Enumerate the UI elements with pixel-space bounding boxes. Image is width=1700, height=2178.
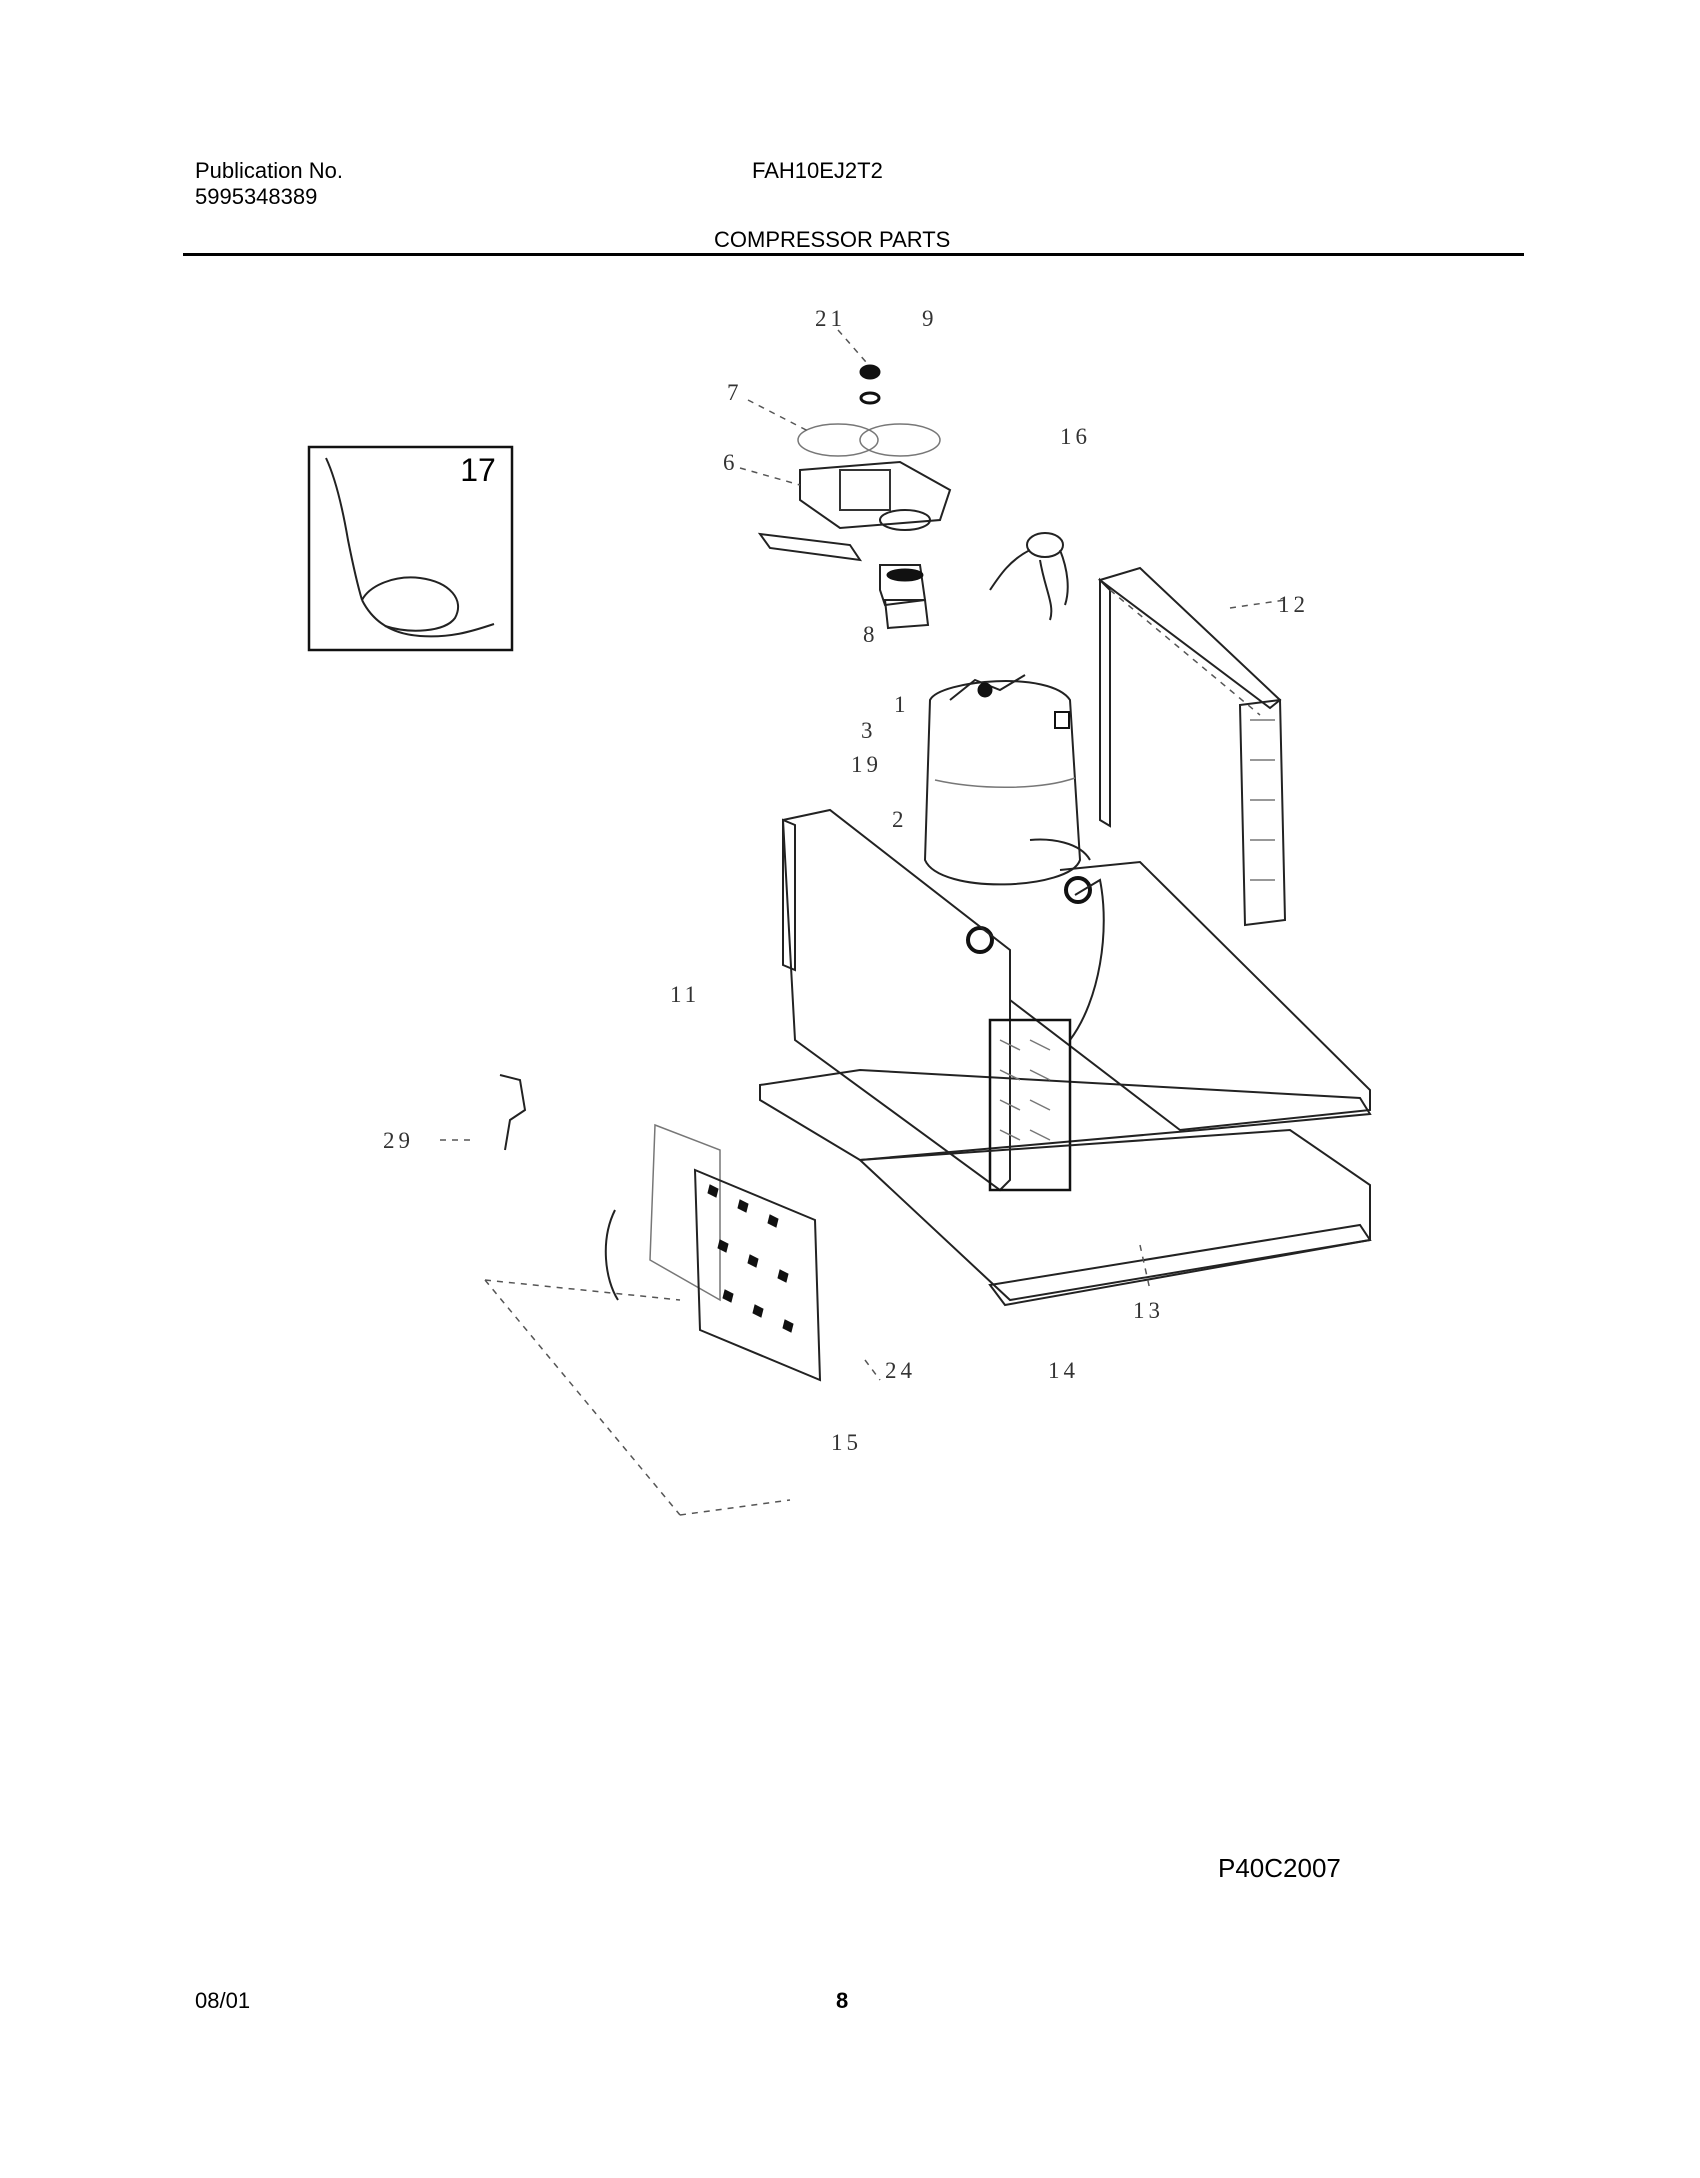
heater-assembly-24: [499, 1074, 822, 1382]
base-pan-11: [759, 808, 1372, 1192]
thermostat-29: [499, 1074, 527, 1151]
callout-8: 8: [863, 622, 879, 647]
condenser-coil-12: [1097, 566, 1287, 927]
washer-9: [859, 391, 881, 405]
callout-29: 29: [383, 1128, 414, 1153]
header-rule: [183, 253, 1524, 256]
inset-frame: [307, 445, 514, 652]
callout-21: 21: [815, 306, 846, 331]
inset-part-17: 17: [307, 445, 514, 652]
publication-date: 08/01: [195, 1988, 251, 2013]
drawing-id: P40C2007: [1218, 1853, 1341, 1883]
section-title: COMPRESSOR PARTS: [714, 227, 951, 252]
evaporator-coil: [988, 1018, 1072, 1192]
callout-24: 24: [885, 1358, 916, 1383]
cover-15: [484, 1279, 791, 1516]
callout-6: 6: [723, 450, 739, 475]
tube-16: [989, 532, 1069, 621]
callout-7: 7: [727, 380, 743, 405]
motor-mount-assembly: [757, 364, 952, 630]
callout-3: 3: [861, 718, 877, 743]
callout-15: 15: [831, 1430, 862, 1455]
callout-16: 16: [1060, 424, 1091, 449]
callout-2: 2: [892, 807, 908, 832]
callout-1: 1: [894, 692, 910, 717]
publication-number: 5995348389: [195, 184, 318, 209]
publication-label: Publication No.: [195, 158, 343, 183]
capillary-tube-drawing: [325, 457, 495, 638]
base-pan-13: [857, 1128, 1372, 1307]
compressor-body: [923, 674, 1092, 954]
callout-11: 11: [670, 982, 700, 1007]
inset-callout-17: 17: [460, 452, 496, 488]
nut-21: [859, 364, 881, 380]
callout-12: 12: [1278, 592, 1309, 617]
leader-lines: [440, 329, 1286, 1381]
page-number: 8: [836, 1988, 849, 2013]
callout-labels: 21 9 7 16 6 12 8 1 3 19 2 11 29 13 24 14…: [383, 306, 1309, 1455]
callout-19: 19: [851, 752, 882, 777]
callout-9: 9: [922, 306, 938, 331]
callout-13: 13: [1133, 1298, 1164, 1323]
callout-14: 14: [1048, 1358, 1079, 1383]
model-number: FAH10EJ2T2: [752, 158, 883, 183]
